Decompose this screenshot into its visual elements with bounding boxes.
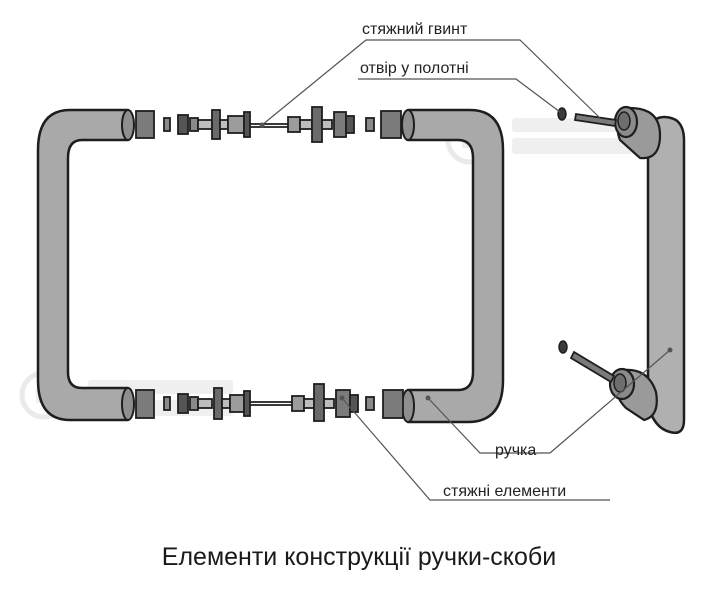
side-screw-top bbox=[573, 112, 618, 128]
side-rosette-top-inner bbox=[617, 111, 631, 131]
left-handle bbox=[36, 108, 130, 422]
side-rosette-bottom-inner bbox=[613, 373, 627, 393]
leader-handle-left bbox=[427, 397, 550, 454]
label-handle: ручка bbox=[495, 442, 536, 459]
leader-door-hole bbox=[358, 78, 561, 113]
side-hole-top bbox=[557, 107, 567, 121]
leader-tie-screw bbox=[261, 39, 601, 126]
side-screw-bottom bbox=[569, 350, 616, 384]
label-tie-screw: стяжний гвинт bbox=[362, 21, 468, 38]
leader-lines bbox=[259, 39, 673, 501]
right-handle-top-end bbox=[401, 109, 415, 141]
leader-handle-right bbox=[549, 349, 671, 454]
left-handle-bottom-end bbox=[121, 387, 135, 421]
leader-tie-elements bbox=[341, 397, 610, 501]
diagram-caption: Елементи конструкції ручки-скоби bbox=[162, 543, 556, 571]
side-hole-bottom bbox=[558, 340, 568, 354]
top-tie-assembly bbox=[135, 106, 402, 143]
bottom-tie-assembly bbox=[135, 383, 404, 422]
left-handle-top-end bbox=[121, 109, 135, 141]
label-tie-elements: стяжні елементи bbox=[443, 483, 566, 500]
label-door-hole: отвір у полотні bbox=[360, 60, 469, 77]
